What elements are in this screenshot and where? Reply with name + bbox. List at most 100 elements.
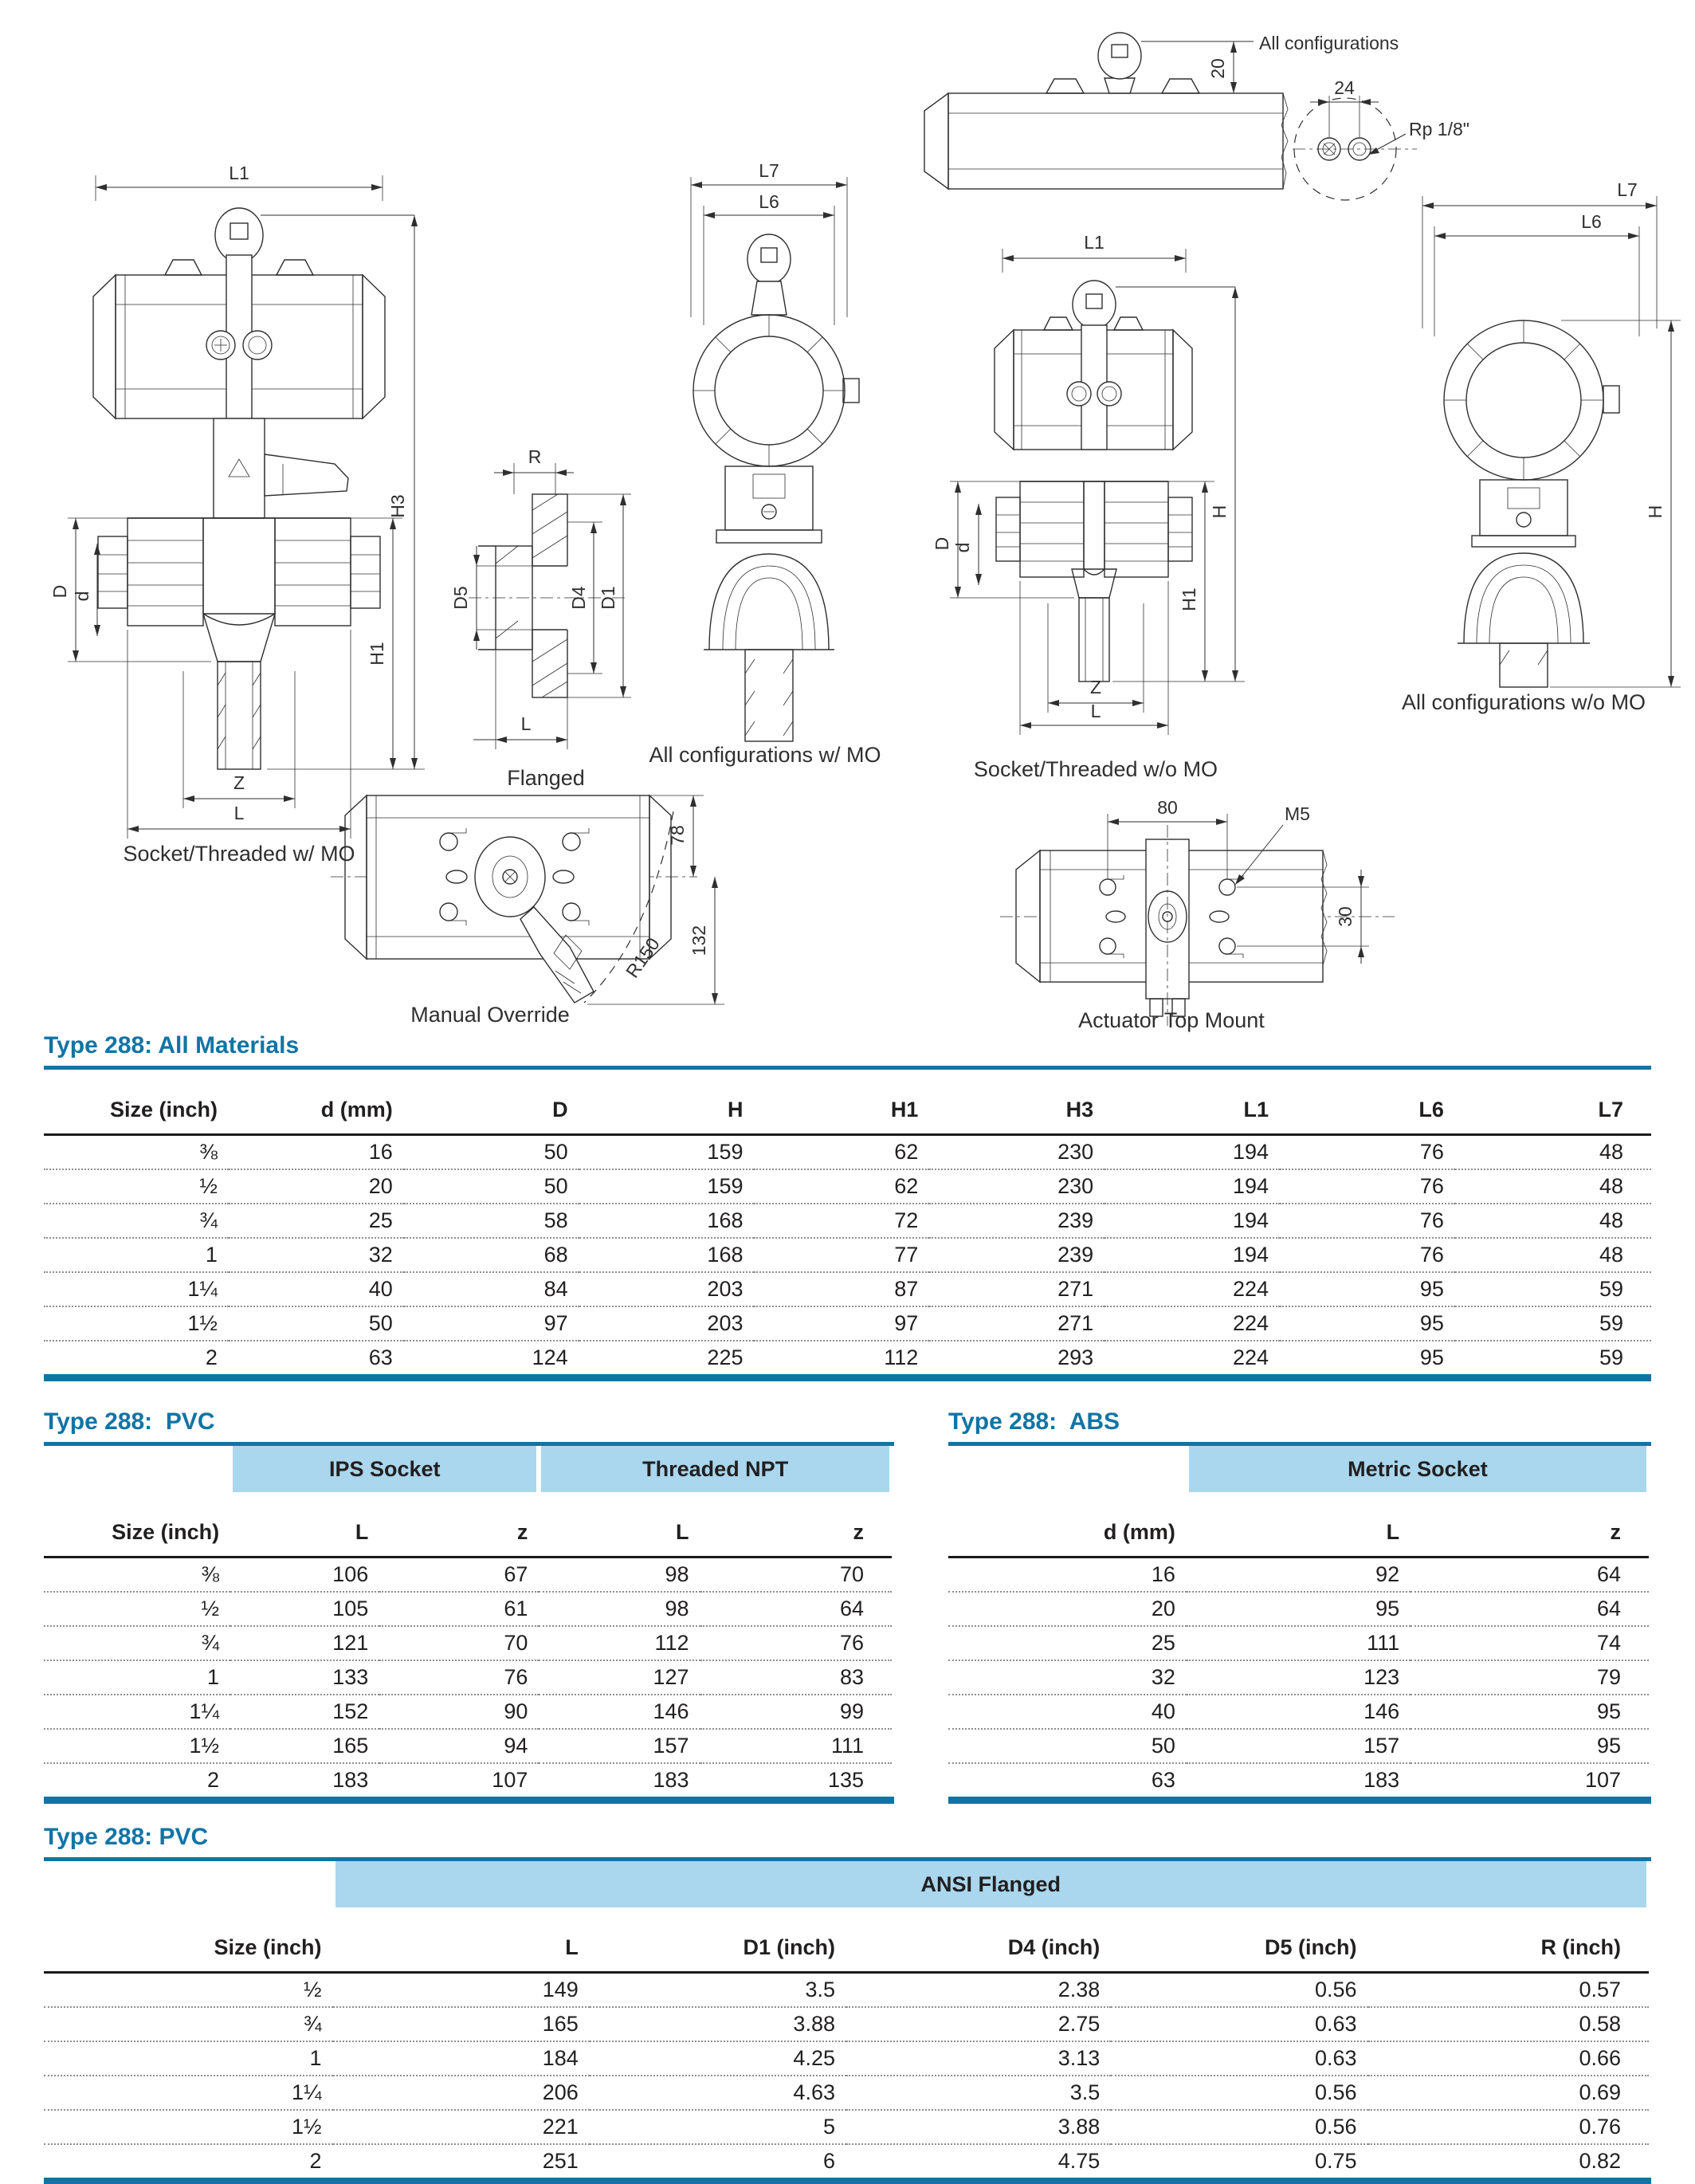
table-cell: 70 (379, 1626, 539, 1661)
table-cell: 146 (539, 1695, 700, 1730)
column-header: L (539, 1492, 700, 1558)
table-cell: 121 (230, 1626, 380, 1661)
drawing-caption: All configurations w/o MO (1402, 690, 1646, 714)
table-cell: 111 (700, 1729, 892, 1764)
table-cell: 194 (1104, 1204, 1281, 1239)
table-cell: 95 (1280, 1306, 1455, 1341)
column-header: L (332, 1907, 590, 1974)
table-cell: 1 (44, 1660, 231, 1695)
section-all-materials: Type 288: All Materials Size (inch) d (m… (44, 1032, 1651, 1381)
table-cell: 3.5 (589, 1972, 846, 2008)
table-cell: 59 (1599, 1345, 1623, 1369)
table-cell: 2.38 (846, 1972, 1112, 2008)
table-cell: 95 (1186, 1592, 1411, 1627)
table-cell: ½ (44, 1592, 231, 1627)
dim-label-78: 78 (667, 825, 688, 846)
table-cell: 135 (827, 1768, 864, 1792)
table-cell: 157 (1186, 1729, 1411, 1764)
dim-label-20: 20 (1207, 58, 1228, 79)
table-cell: 61 (379, 1592, 539, 1627)
table-cell: ⅜ (44, 1557, 231, 1593)
table-cell: 183 (653, 1768, 689, 1792)
table-cell: 271 (929, 1272, 1105, 1307)
dim-label-l6: L6 (1581, 211, 1602, 232)
table-cell: 76 (1280, 1204, 1455, 1239)
table-cell: 25 (228, 1204, 404, 1239)
table-cell: 0.58 (1367, 2007, 1649, 2042)
column-header: L7 (1454, 1070, 1651, 1136)
dim-label-l: L (1091, 701, 1101, 721)
table-cell: 6 (822, 2149, 835, 2173)
table-cell: ½ (44, 1972, 333, 2008)
table-cell: 72 (754, 1204, 930, 1239)
column-header: L (230, 1492, 380, 1558)
table-cell: 63 (368, 1345, 393, 1369)
table-cell: 74 (1411, 1626, 1649, 1661)
drawing-socket-threaded-wo-mo: L1 H D (932, 232, 1245, 781)
dim-label-l1: L1 (229, 163, 249, 183)
section-abs: Type 288: ABS Metric Socket d (mm) L z (948, 1408, 1652, 1804)
dim-label-l: L (234, 803, 245, 823)
table-cell: 123 (1186, 1660, 1411, 1695)
drawing-caption: Flanged (507, 766, 585, 790)
table-cell: 2.75 (846, 2007, 1112, 2042)
table-cell: 0.66 (1367, 2041, 1649, 2076)
table-cell: 0.56 (1111, 2076, 1368, 2111)
column-header: z (379, 1492, 539, 1558)
table-cell: 25 (948, 1626, 1187, 1661)
table-cell: 48 (1454, 1134, 1651, 1170)
table-cell: 95 (1411, 1729, 1649, 1764)
table-cell: 40 (228, 1272, 404, 1307)
table-pvc-socket: IPS Socket Threaded NPT Size (inch) L z … (44, 1446, 894, 1797)
section-title: Type 288: PVC (44, 1824, 209, 1850)
table-cell: 230 (929, 1134, 1105, 1170)
table-cell: 84 (403, 1272, 579, 1307)
table-cell: 64 (1411, 1557, 1649, 1593)
table-cell: 0.75 (1314, 2149, 1357, 2173)
table-cell: 149 (332, 1972, 590, 2008)
table-cell: 230 (929, 1169, 1105, 1204)
table-cell: 76 (1280, 1134, 1455, 1170)
table-cell: 64 (700, 1592, 892, 1627)
section-title: Type 288: PVC (44, 1408, 215, 1435)
table-cell: 133 (230, 1660, 380, 1695)
drawing-caption: Socket/Threaded w/ MO (123, 842, 355, 866)
table-cell: 152 (230, 1695, 380, 1730)
table-cell: 4.63 (589, 2076, 846, 2111)
drawing-caption: Actuator Top Mount (1078, 1008, 1265, 1032)
drawing-actuator-top-mount: 80 M5 30 Actuator Top Mount (1000, 797, 1395, 1032)
drawing-caption: Manual Override (410, 1003, 570, 1027)
table-cell: 1½ (44, 1306, 229, 1341)
table-cell: 4.25 (589, 2041, 846, 2076)
column-header: H3 (929, 1070, 1105, 1136)
drawing-socket-threaded-w-mo: L1 H3 (49, 163, 425, 866)
table-cell: 2 (309, 2149, 322, 2173)
column-header: H1 (754, 1070, 930, 1136)
table-cell: 146 (1186, 1695, 1411, 1730)
table-cell: 77 (754, 1238, 930, 1273)
table-cell: 224 (1232, 1345, 1269, 1369)
section-title: Type 288: All Materials (44, 1032, 300, 1059)
table-cell: 48 (1454, 1204, 1651, 1239)
table-cell: 59 (1454, 1306, 1651, 1341)
drawing-all-configurations: 20 All configurations 24 Rp 1/8" (924, 32, 1469, 201)
table-cell: 50 (948, 1729, 1187, 1764)
table-cell: 20 (948, 1592, 1187, 1627)
table-cell: 194 (1104, 1238, 1281, 1273)
dim-label-l7: L7 (759, 160, 779, 181)
table-cell: 168 (579, 1238, 755, 1273)
group-header: ANSI Flanged (330, 1861, 1652, 1907)
table-cell: 225 (707, 1345, 744, 1369)
